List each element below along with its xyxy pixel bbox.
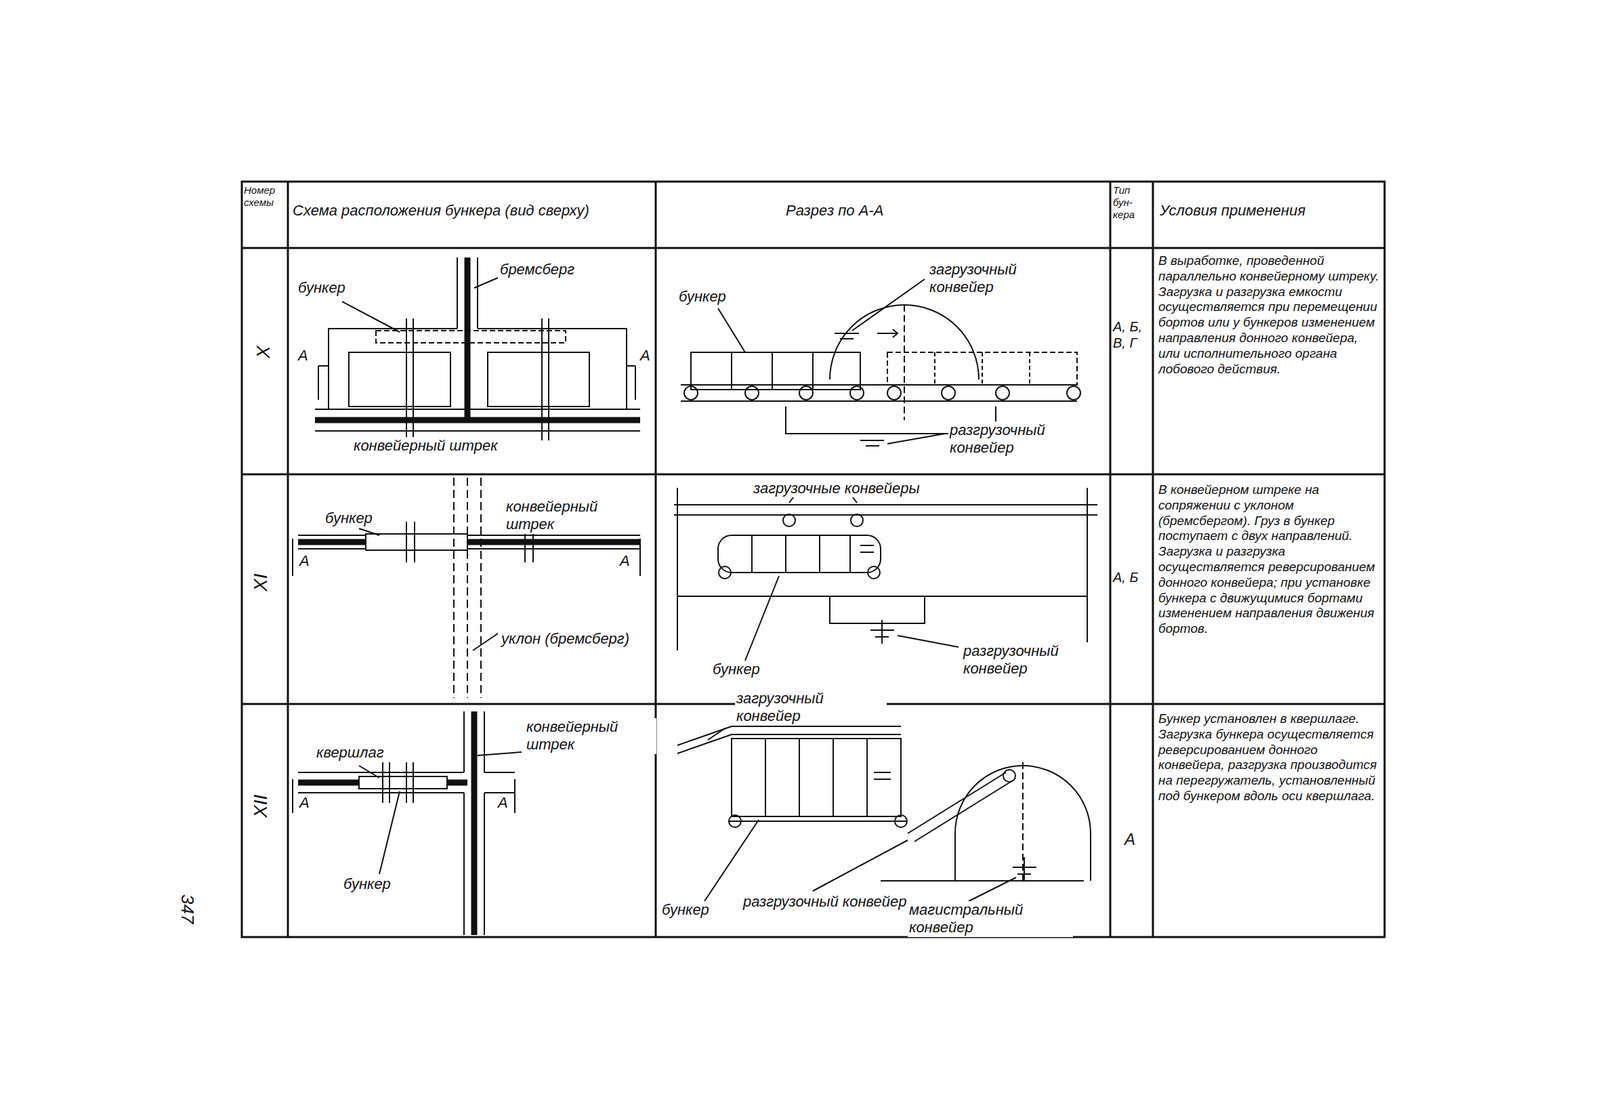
- condition-text: В выработке, проведенной параллельно кон…: [1158, 253, 1381, 377]
- table-grid: [241, 181, 1385, 937]
- header-cell: Номер схемы: [243, 184, 286, 209]
- section-mark: А: [619, 552, 630, 570]
- header-cell: Схема расположения бункера (вид сверху): [292, 201, 652, 220]
- part-label: квершлаг: [314, 743, 386, 762]
- part-label: бункер: [660, 900, 711, 919]
- section-xii: [677, 726, 1091, 901]
- part-label: загрузочный конвейер: [734, 689, 887, 726]
- condition-text: В конвейерном штреке на сопряжении с укл…: [1158, 482, 1381, 637]
- part-label: конвейерный штрек: [504, 497, 643, 534]
- part-label: разгрузочный конвейер: [741, 892, 909, 911]
- page-number: 347: [176, 894, 198, 924]
- scheme-number: XI: [249, 573, 273, 592]
- section-mark: А: [299, 552, 310, 570]
- section-mark: А: [298, 346, 309, 365]
- part-label: загрузочный конвейер: [928, 260, 1073, 297]
- plan-xii: [292, 711, 522, 935]
- header-cell: Тип бун-кера: [1112, 184, 1151, 221]
- part-label: уклон (бремсберг): [499, 629, 631, 648]
- section-xi: [674, 487, 1098, 661]
- part-label: разгрузочный конвейер: [961, 642, 1101, 679]
- bunker-type: А, Б, В, Г: [1112, 318, 1151, 351]
- part-label: бункер: [711, 660, 762, 679]
- plan-x: [314, 257, 641, 441]
- bunker-type: А, Б: [1112, 569, 1151, 586]
- header-cell: Условия применения: [1159, 201, 1377, 220]
- bunker-type: А: [1124, 829, 1136, 850]
- scheme-number: XII: [249, 794, 273, 818]
- section-mark: А: [299, 793, 310, 812]
- part-label: магистральный конвейер: [907, 900, 1073, 937]
- section-mark: А: [640, 346, 651, 365]
- part-label: бункер: [677, 287, 728, 306]
- scheme-number: X: [251, 346, 276, 360]
- part-label: бункер: [323, 509, 374, 528]
- header-cell: Разрез по А-А: [785, 201, 884, 220]
- part-label: загрузочные конвейеры: [751, 479, 922, 498]
- section-mark: А: [497, 793, 509, 812]
- part-label: конвейерный штрек: [524, 718, 657, 754]
- part-label: разгрузочный конвейер: [948, 421, 1094, 458]
- part-label: бункер: [342, 875, 393, 893]
- part-label: конвейерный штрек: [352, 436, 500, 455]
- part-label: бремсберг: [499, 260, 575, 279]
- condition-text: Бункер установлен в квершлаге. Загрузка …: [1158, 711, 1381, 805]
- part-label: бункер: [298, 279, 346, 297]
